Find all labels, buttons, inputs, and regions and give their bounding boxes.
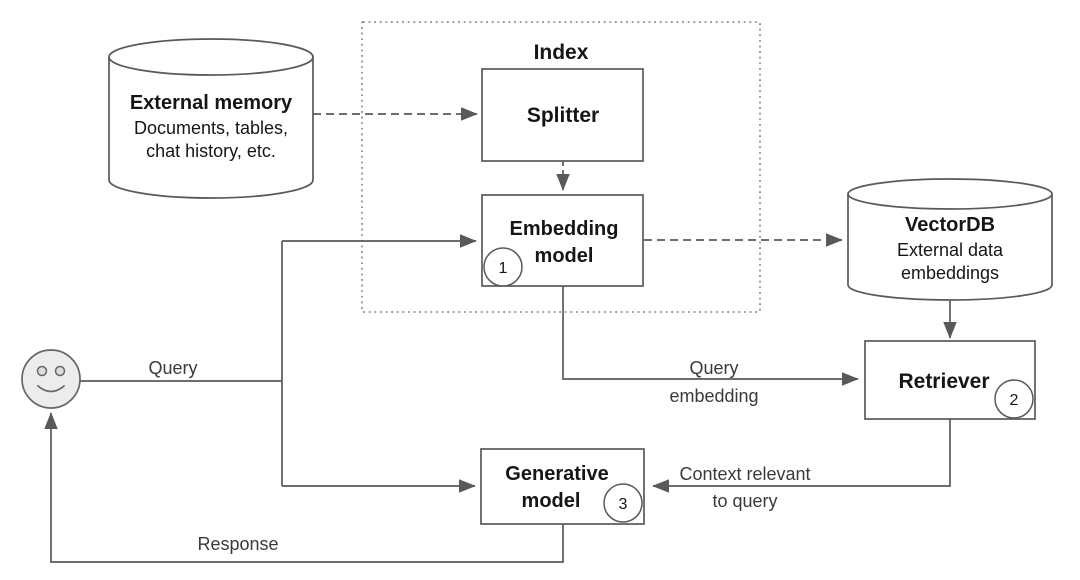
step-2-badge-number: 2 xyxy=(1010,392,1019,409)
generative-model-node: Generative model 3 xyxy=(480,448,645,525)
external-memory-subtitle-line2: chat history, etc. xyxy=(146,141,276,161)
external-memory-node: External memory Documents, tables, chat … xyxy=(108,38,314,199)
step-2-badge xyxy=(994,379,1034,419)
index-group-label: Index xyxy=(534,41,589,64)
external-memory-cylinder-top xyxy=(108,38,314,76)
response-edge-label: Response xyxy=(197,534,278,554)
step-3-badge xyxy=(603,483,643,523)
external-memory-title: External memory xyxy=(130,92,293,114)
smiley-left-eye xyxy=(36,365,48,377)
embedding-model-label-line1: Embedding xyxy=(510,218,619,240)
edge-retriever-to-generative-model xyxy=(652,419,951,493)
external-memory-cylinder-body xyxy=(108,57,314,199)
context-edge-label-line1: Context relevant xyxy=(679,464,810,484)
query-embedding-edge-label-line1: Query xyxy=(689,358,738,378)
step-1-badge-number: 1 xyxy=(499,260,508,277)
splitter-node: Splitter xyxy=(481,68,644,162)
vectordb-cylinder-body xyxy=(847,194,1053,301)
context-edge-label-line2: to query xyxy=(712,491,777,511)
user-node xyxy=(21,349,81,409)
splitter-box xyxy=(481,68,644,162)
step-1-badge xyxy=(483,247,523,287)
edge-embedding-model-to-retriever xyxy=(562,285,859,386)
external-memory-subtitle-line1: Documents, tables, xyxy=(134,118,288,138)
generative-model-label-line1: Generative xyxy=(505,463,608,485)
query-embedding-edge-label-line2: embedding xyxy=(669,386,758,406)
smiley-mouth xyxy=(37,385,65,393)
vectordb-title: VectorDB xyxy=(905,214,995,236)
step-3-badge-number: 3 xyxy=(619,496,628,513)
smiley-right-eye xyxy=(54,365,66,377)
vectordb-subtitle-line1: External data xyxy=(897,240,1004,260)
edges xyxy=(44,107,957,563)
generative-model-label-line2: model xyxy=(522,490,581,512)
embedding-model-node: Embedding model 1 xyxy=(481,194,644,287)
smiley-face-icon xyxy=(21,349,81,409)
vectordb-node: VectorDB External data embeddings xyxy=(847,178,1053,301)
edge-generative-model-to-user-response xyxy=(44,412,564,563)
index-group: Index xyxy=(361,21,761,313)
query-edge-label: Query xyxy=(148,358,197,378)
splitter-label: Splitter xyxy=(527,104,599,127)
index-group-outline xyxy=(361,21,761,313)
retriever-label: Retriever xyxy=(898,370,989,393)
retriever-node: Retriever 2 xyxy=(864,340,1036,420)
edge-labels: Query Query embedding Context relevant t… xyxy=(148,358,810,554)
vectordb-cylinder-top xyxy=(847,178,1053,210)
embedding-model-label-line2: model xyxy=(535,245,594,267)
vectordb-subtitle-line2: embeddings xyxy=(901,263,999,283)
